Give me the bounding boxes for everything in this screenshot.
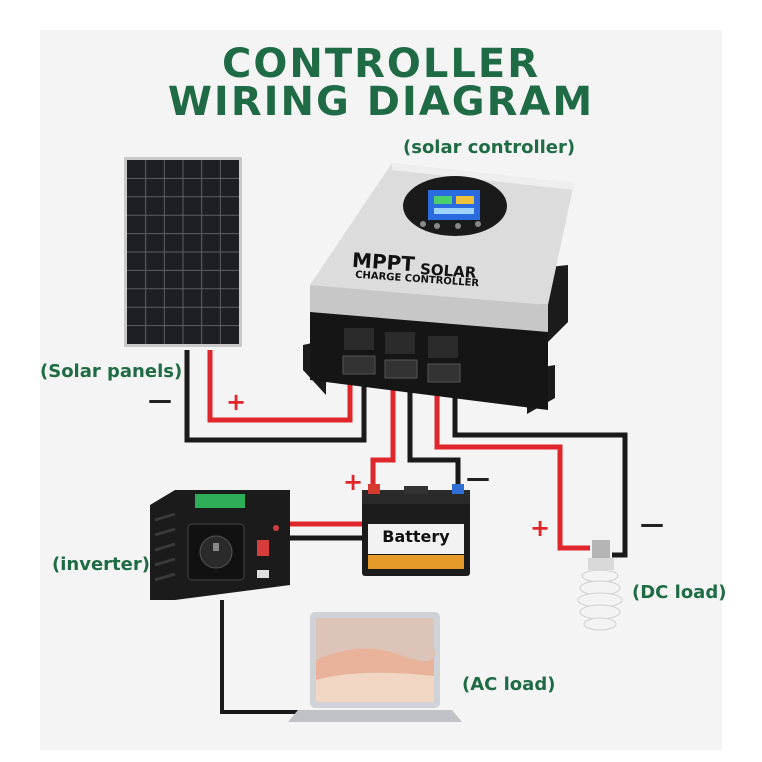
dc-load-label: (DC load) — [632, 582, 727, 603]
battery-plus-sign: + — [343, 468, 364, 496]
solar-plus-sign: + — [226, 388, 247, 416]
wire-ac-load — [220, 600, 305, 714]
battery-label: Battery — [382, 527, 450, 546]
solar-controller-label: (solar controller) — [403, 137, 576, 158]
wire-load-positive — [434, 372, 590, 551]
battery — [362, 484, 470, 576]
load-plus-sign: + — [530, 514, 551, 542]
solar-minus-sign: — — [148, 386, 172, 414]
wire-load-negative — [452, 372, 628, 558]
wire-solar-negative — [184, 350, 367, 443]
wire-battery-positive — [370, 372, 396, 498]
title-line-1: CONTROLLER — [221, 41, 541, 87]
dc-load-bulb — [577, 540, 623, 631]
load-minus-sign: — — [640, 510, 664, 538]
solar-panel — [124, 157, 242, 347]
solar-controller — [303, 163, 574, 414]
battery-minus-sign: — — [466, 464, 490, 492]
wire-battery-negative — [407, 372, 461, 498]
ac-load-label: (AC load) — [462, 674, 556, 695]
title-line-2: WIRING DIAGRAM — [167, 79, 595, 125]
wire-solar-positive — [207, 350, 353, 423]
inverter — [150, 490, 290, 600]
solar-panels-label: (Solar panels) — [40, 361, 183, 382]
inverter-label: (inverter) — [52, 554, 150, 575]
laptop — [288, 612, 462, 722]
